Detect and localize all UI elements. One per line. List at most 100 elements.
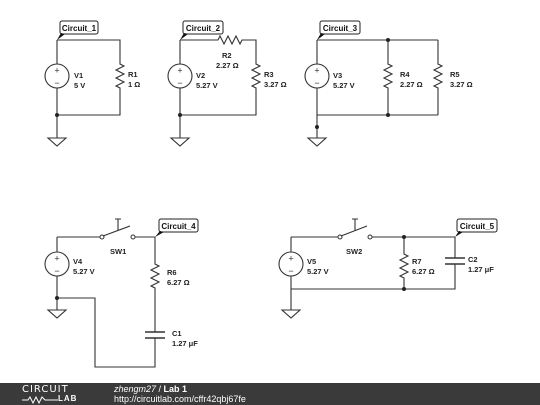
title-separator: / [156,384,164,394]
c2-value: 1.27 μF [468,265,494,274]
ground-icon [46,137,68,147]
circuit-1-tag: Circuit_1 [62,24,97,33]
circuit-4-tag: Circuit_4 [161,222,196,231]
minus-sign: − [54,78,59,88]
voltage-source-v1[interactable]: + − [44,63,70,89]
v1-label: V1 [74,71,83,80]
junction-dot [55,113,59,117]
plus-sign: + [314,66,319,76]
junction-dot [402,235,406,239]
resistor-r5[interactable] [432,62,444,92]
junction-dot [386,113,390,117]
capacitor-c1[interactable] [145,331,165,339]
v4-label: V4 [73,257,83,266]
circuit-url[interactable]: http://circuitlab.com/cffr42qbj67fe [114,394,246,404]
v2-label: V2 [196,71,205,80]
circuit-5: SW2 + − V5 5.27 V R7 6.27 Ω C2 1.27 μF C… [278,218,498,319]
r2-label: R2 [222,51,232,60]
junction-dot [55,296,59,300]
switch-sw2[interactable] [337,218,373,240]
sw1-label: SW1 [110,247,126,256]
wire [57,297,156,368]
schematic-canvas[interactable]: + − V1 5 V R1 1 Ω Circuit_1 R2 2.27 Ω + … [0,0,540,383]
c1-label: C1 [172,329,182,338]
circuit-1: + − V1 5 V R1 1 Ω Circuit_1 [44,20,140,147]
wire [57,236,156,262]
ground-icon [46,309,68,319]
v5-value: 5.27 V [307,267,329,276]
node-tag-circuit-4[interactable]: Circuit_4 [155,218,199,237]
r4-value: 2.27 Ω [400,80,423,89]
junction-dot [315,125,319,129]
c1-value: 1.27 μF [172,339,198,348]
ground-icon [280,309,302,319]
footer-bar: CIRCUIT LAB zhengm27 / Lab 1 http://circ… [0,383,540,405]
v4-value: 5.27 V [73,267,95,276]
v3-value: 5.27 V [333,81,355,90]
circuitlab-logo[interactable]: CIRCUIT LAB [22,384,102,404]
circuit-5-tag: Circuit_5 [460,222,495,231]
node-tag-circuit-1[interactable]: Circuit_1 [57,20,99,40]
author-name[interactable]: zhengm27 [114,384,157,394]
r5-label: R5 [450,70,460,79]
r7-label: R7 [412,257,422,266]
junction-dot [386,38,390,42]
footer-title-line: zhengm27 / Lab 1 [114,384,187,394]
minus-sign: − [288,266,293,276]
plus-sign: + [288,254,293,264]
node-tag-circuit-3[interactable]: Circuit_3 [317,20,361,40]
resistor-r3[interactable] [250,62,262,92]
circuit-3-tag: Circuit_3 [323,24,358,33]
wire [57,39,121,62]
r5-value: 3.27 Ω [450,80,473,89]
r1-value: 1 Ω [128,80,140,89]
sw2-label: SW2 [346,247,362,256]
voltage-source-v4[interactable]: + − [44,251,70,277]
logo-text-top: CIRCUIT [22,384,69,395]
v1-value: 5 V [74,81,85,90]
resistor-r6[interactable] [149,262,161,292]
logo-text-bottom: LAB [58,394,78,403]
r7-value: 6.27 Ω [412,267,435,276]
node-tag-circuit-2[interactable]: Circuit_2 [180,20,224,40]
minus-sign: − [54,266,59,276]
resistor-r4[interactable] [382,62,394,92]
wire [180,92,257,116]
ground-icon [306,137,328,147]
voltage-source-v2[interactable]: + − [167,63,193,89]
plus-sign: + [54,254,59,264]
minus-sign: − [177,78,182,88]
node-tag-circuit-5[interactable]: Circuit_5 [455,218,498,237]
capacitor-c2[interactable] [445,257,465,265]
c2-label: C2 [468,255,478,264]
r3-label: R3 [264,70,274,79]
circuit-2-tag: Circuit_2 [186,24,221,33]
r2-value: 2.27 Ω [216,61,239,70]
r4-label: R4 [400,70,410,79]
switch-sw1[interactable] [99,218,136,240]
plus-sign: + [54,66,59,76]
voltage-source-v5[interactable]: + − [278,251,304,277]
circuit-title[interactable]: Lab 1 [163,384,188,394]
ground-icon [169,137,191,147]
circuit-3: + − V3 5.27 V R4 2.27 Ω R5 3.27 Ω Circui… [304,20,473,147]
wire [317,39,439,62]
v2-value: 5.27 V [196,81,218,90]
resistor-r1[interactable] [114,62,126,92]
plus-sign: + [177,66,182,76]
wire [291,237,456,290]
voltage-source-v3[interactable]: + − [304,63,330,89]
resistor-r2[interactable] [214,34,244,46]
junction-dot [402,287,406,291]
wire [180,39,257,62]
r6-value: 6.27 Ω [167,278,190,287]
r3-value: 3.27 Ω [264,80,287,89]
resistor-r7[interactable] [398,252,410,282]
r1-label: R1 [128,70,138,79]
r6-label: R6 [167,268,177,277]
v3-label: V3 [333,71,342,80]
wire [317,92,439,116]
junction-dot [178,113,182,117]
v5-label: V5 [307,257,316,266]
circuit-2: R2 2.27 Ω + − V2 5.27 V R3 3.27 Ω Circui… [167,20,287,147]
